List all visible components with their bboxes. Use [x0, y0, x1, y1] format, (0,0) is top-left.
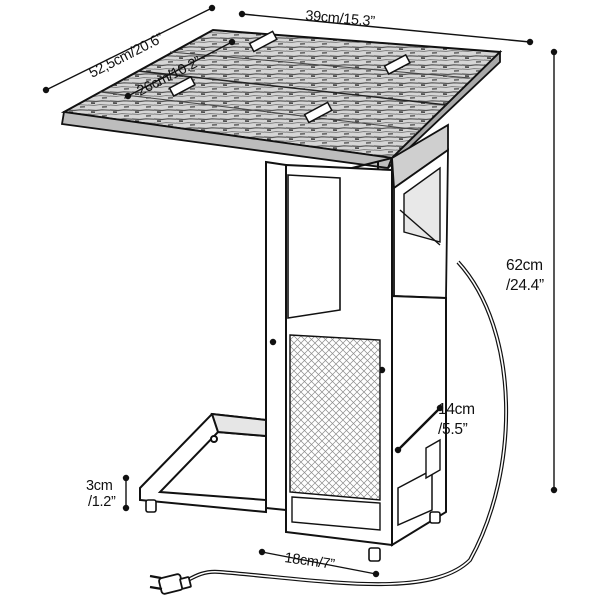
- label-clearance-in: /1.2”: [88, 494, 116, 510]
- label-clearance-cm: 3cm: [86, 478, 113, 494]
- power-cable: [179, 260, 509, 587]
- caster-wheel-icon: [145, 499, 441, 562]
- plank-seam: [99, 91, 421, 131]
- label-base-width: 18cm/7”: [283, 550, 335, 573]
- front-frame: [265, 160, 393, 547]
- label-height-in: /24.4”: [506, 277, 544, 294]
- table-top: [60, 28, 503, 169]
- plank-seam: [169, 51, 471, 79]
- label-cable-hole-cm: 14cm: [438, 401, 475, 418]
- c-base: [139, 412, 267, 514]
- label-height-cm: 62cm: [506, 257, 543, 274]
- label-cable-hole-in: /5.5”: [438, 421, 468, 438]
- storage-column: [391, 294, 447, 547]
- power-plug-icon: [149, 573, 192, 595]
- hinge-icon: [168, 30, 411, 124]
- mesh-panel: [289, 334, 381, 501]
- label-top-width: 39cm/15.3”: [305, 8, 376, 30]
- dimension-lines: [42, 4, 558, 578]
- storage-pocket: [391, 123, 449, 299]
